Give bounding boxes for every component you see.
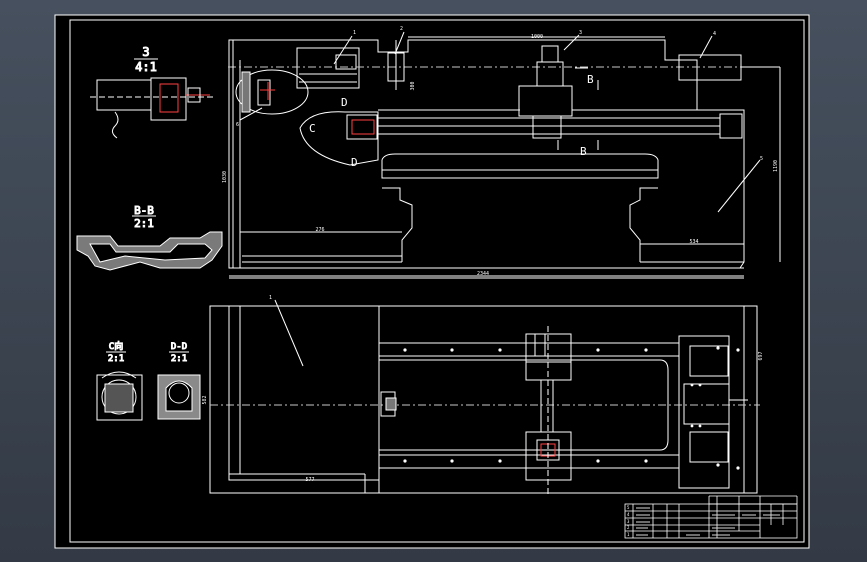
front-elevation <box>228 31 781 279</box>
dim-headstock: 300 <box>410 81 416 90</box>
dim-bed-right: 534 <box>689 239 698 245</box>
balloon-6: 6 <box>236 122 239 128</box>
sheet-border <box>54 14 810 549</box>
dim-plan-left: 582 <box>202 395 208 404</box>
detail-3-view: 3 4:1 <box>90 45 215 139</box>
detail-3-number: 3 <box>142 45 149 59</box>
dim-plan-right: 697 <box>758 351 764 360</box>
detail-3-ratio: 4:1 <box>135 60 157 74</box>
c-view-ratio: 2:1 <box>108 354 124 364</box>
section-c-view: C向 2:1 <box>96 340 143 421</box>
dim-left-vertical: 1030 <box>222 171 228 183</box>
tb-row-2: 2 <box>627 525 630 530</box>
rail-bolts <box>403 346 740 470</box>
bb-ratio: 2:1 <box>134 217 154 230</box>
balloon-3: 3 <box>579 30 582 36</box>
balloon-5: 5 <box>760 156 763 162</box>
section-b-top: B <box>587 73 594 86</box>
section-dd-view: D-D 2:1 <box>157 342 201 420</box>
section-d-top: D <box>341 96 348 109</box>
plan-balloon: 1 <box>269 295 272 301</box>
title-block-numbers: 5 4 3 2 1 <box>627 505 630 537</box>
inner-border <box>69 19 805 543</box>
balloon-2: 2 <box>400 26 403 32</box>
dd-title: D-D <box>171 342 187 352</box>
c-view-title: C向 <box>109 340 123 352</box>
section-d-bottom: D <box>351 156 358 169</box>
title-block-marks <box>636 507 780 536</box>
balloon-1: 1 <box>353 30 356 36</box>
dd-ratio: 2:1 <box>171 354 187 364</box>
section-c-left: C <box>309 122 316 135</box>
section-b-bottom: B <box>580 145 587 158</box>
tb-row-3: 3 <box>627 519 630 524</box>
tb-row-5: 5 <box>627 505 630 510</box>
dim-top: 1000 <box>531 34 543 40</box>
tb-row-4: 4 <box>627 512 630 517</box>
dim-right: 1190 <box>773 160 779 172</box>
balloon-4: 4 <box>713 31 716 37</box>
title-block <box>624 495 798 539</box>
dim-bed-left: 276 <box>315 227 324 233</box>
plan-view <box>209 299 760 495</box>
dim-overall: 2344 <box>477 271 489 277</box>
tb-row-1: 1 <box>627 532 630 537</box>
bb-title: B-B <box>134 204 154 217</box>
dim-plan-bottom: 577 <box>305 477 314 483</box>
section-bb-view: B-B 2:1 <box>76 204 223 271</box>
